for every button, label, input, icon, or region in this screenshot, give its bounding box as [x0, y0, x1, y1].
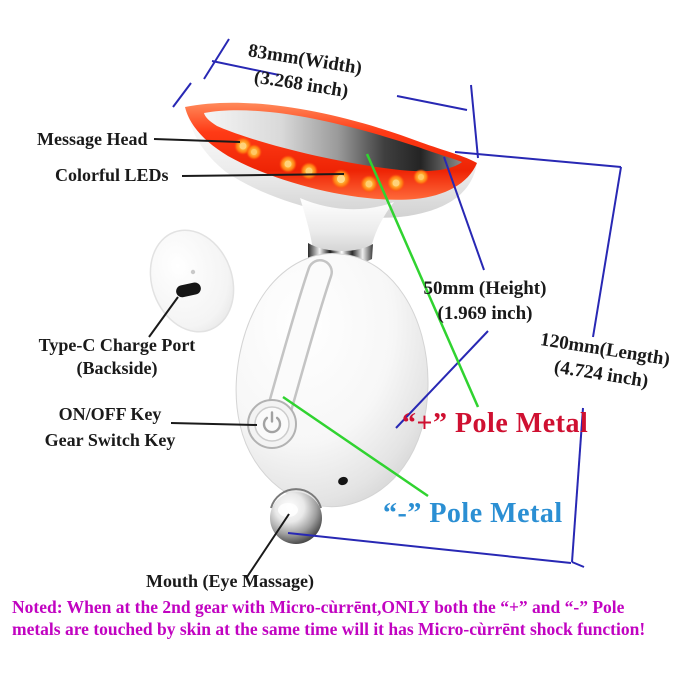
micro-current-note: Noted: When at the 2nd gear with Micro-c… [12, 597, 672, 640]
label-mouth: Mouth (Eye Massage) [146, 571, 314, 591]
power-button [247, 399, 297, 449]
indicator-hole [190, 269, 196, 275]
roller-ball [270, 488, 322, 544]
led-dot [300, 162, 318, 180]
colorful-leds-leader-line [181, 173, 345, 177]
led-dot [246, 144, 262, 160]
charge-port-inset [149, 229, 235, 333]
led-dot [413, 169, 429, 185]
note-line2: metals are touched by skin at the same t… [12, 618, 646, 639]
height-metric: 50mm (Height) [423, 278, 547, 299]
power-key-line2: Gear Switch Key [44, 430, 176, 451]
led-dot [331, 169, 351, 189]
mouth-leader-line [246, 513, 290, 578]
head-chrome-plate [204, 110, 462, 172]
led-dot [360, 175, 378, 193]
device-body [235, 253, 429, 508]
width-dimension-line [172, 38, 479, 159]
leader-lines [148, 138, 345, 578]
type-c-leader-line [148, 296, 179, 338]
label-colorful-leds: Colorful LEDs [55, 165, 169, 185]
power-key-leader-line [170, 422, 258, 426]
label-power-key: ON/OFF Key Gear Switch Key [28, 401, 192, 453]
type-c-port [176, 282, 201, 298]
type-c-line2: (Backside) [76, 358, 158, 379]
massage-head [185, 102, 477, 218]
note-line1: Noted: When at the 2nd gear with Micro-c… [12, 597, 625, 617]
power-key-line1: ON/OFF Key [58, 404, 162, 424]
height-imperial: (1.969 inch) [437, 302, 533, 324]
power-icon [262, 411, 282, 434]
label-type-c-port: Type-C Charge Port (Backside) [28, 334, 206, 381]
body-hole [338, 476, 348, 486]
message-head-leader-line [153, 138, 241, 143]
minus-pole-pointer-line [282, 395, 429, 498]
led-dot [387, 174, 405, 192]
plus-pole-pointer-line [365, 153, 480, 408]
length-dimension-line [287, 151, 622, 568]
type-c-line1: Type-C Charge Port [38, 335, 196, 355]
label-minus-pole-metal: “-” Pole Metal [383, 498, 563, 529]
label-message-head: Message Head [37, 129, 148, 149]
height-dimension-label: 50mm (Height) (1.969 inch) [412, 277, 558, 326]
led-dot [279, 155, 297, 173]
height-dimension-line [395, 156, 489, 429]
label-plus-pole-metal: “+” Pole Metal [402, 408, 589, 439]
